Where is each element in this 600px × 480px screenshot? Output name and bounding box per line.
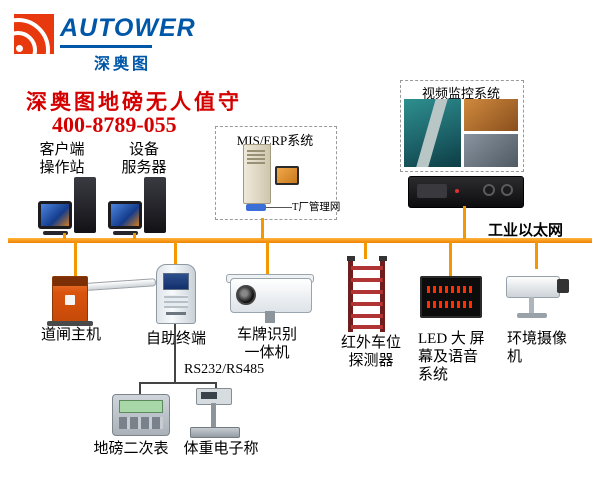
serial-line bbox=[174, 324, 176, 382]
drop-line bbox=[174, 242, 177, 265]
barrier-label: 道闸主机 bbox=[40, 327, 101, 343]
brand-name: AUTOWER bbox=[60, 14, 196, 42]
barrier-gate-base bbox=[47, 321, 93, 326]
serial-label: RS232/RS485 bbox=[184, 362, 265, 377]
barrier-gate-icon bbox=[52, 276, 88, 322]
ir-detector-label: 红外车位 探测器 bbox=[340, 335, 401, 369]
dvr-icon bbox=[408, 176, 524, 208]
kiosk-icon bbox=[156, 264, 196, 324]
ethernet-label: 工业以太网 bbox=[488, 223, 564, 239]
drop-line bbox=[133, 233, 136, 239]
kiosk-label: 自助终端 bbox=[142, 330, 210, 348]
autower-logo-icon bbox=[14, 14, 54, 54]
client-station-label: 客户端 操作站 bbox=[39, 142, 85, 176]
drop-line bbox=[449, 242, 452, 277]
barrier-boom-icon bbox=[85, 278, 157, 291]
drop-line bbox=[364, 242, 367, 259]
hub-link-line bbox=[266, 207, 292, 208]
led-screen-label: LED 大 屏 幕及语音 系统 bbox=[418, 331, 485, 383]
lpr-label: 车牌识别 一体机 bbox=[236, 327, 297, 361]
network-hub-icon bbox=[246, 204, 266, 211]
video-surveillance-title: 视频监控系统 bbox=[421, 86, 500, 101]
scale-indicator-label: 地磅二次表 bbox=[93, 441, 169, 457]
drop-line bbox=[63, 233, 66, 239]
mis-server-vents bbox=[247, 150, 265, 164]
ethernet-bus-line bbox=[8, 238, 592, 243]
equipment-server-label: 设备 服务器 bbox=[121, 142, 167, 176]
drop-line bbox=[261, 218, 264, 239]
phone-number: 400-8789-055 bbox=[52, 112, 177, 137]
factory-network-label: T厂管理网 bbox=[292, 202, 341, 213]
mis-monitor-icon bbox=[275, 166, 299, 185]
environment-camera-label: 环境摄像 机 bbox=[507, 331, 568, 365]
page-title: 深奥图地磅无人值守 bbox=[26, 90, 242, 114]
brand-rule bbox=[60, 45, 152, 48]
scale-indicator-icon bbox=[112, 394, 170, 436]
lpr-camera-mount bbox=[265, 311, 275, 323]
camera-montage bbox=[404, 99, 518, 167]
serial-line bbox=[215, 382, 217, 389]
client-workstation-icon bbox=[38, 177, 96, 235]
drop-line bbox=[74, 242, 77, 277]
drop-line bbox=[535, 242, 538, 269]
serial-line bbox=[139, 382, 141, 394]
drop-line bbox=[266, 242, 269, 275]
mis-erp-title: MIS/ERP系统 bbox=[236, 133, 314, 148]
serial-line bbox=[139, 382, 217, 384]
equipment-server-icon bbox=[108, 177, 166, 235]
lpr-camera-lens bbox=[236, 285, 256, 305]
drop-line bbox=[463, 206, 466, 239]
brand-name-cn: 深奥图 bbox=[94, 56, 152, 73]
platform-scale-label: 体重电子称 bbox=[183, 441, 259, 457]
led-screen-icon bbox=[420, 276, 482, 318]
